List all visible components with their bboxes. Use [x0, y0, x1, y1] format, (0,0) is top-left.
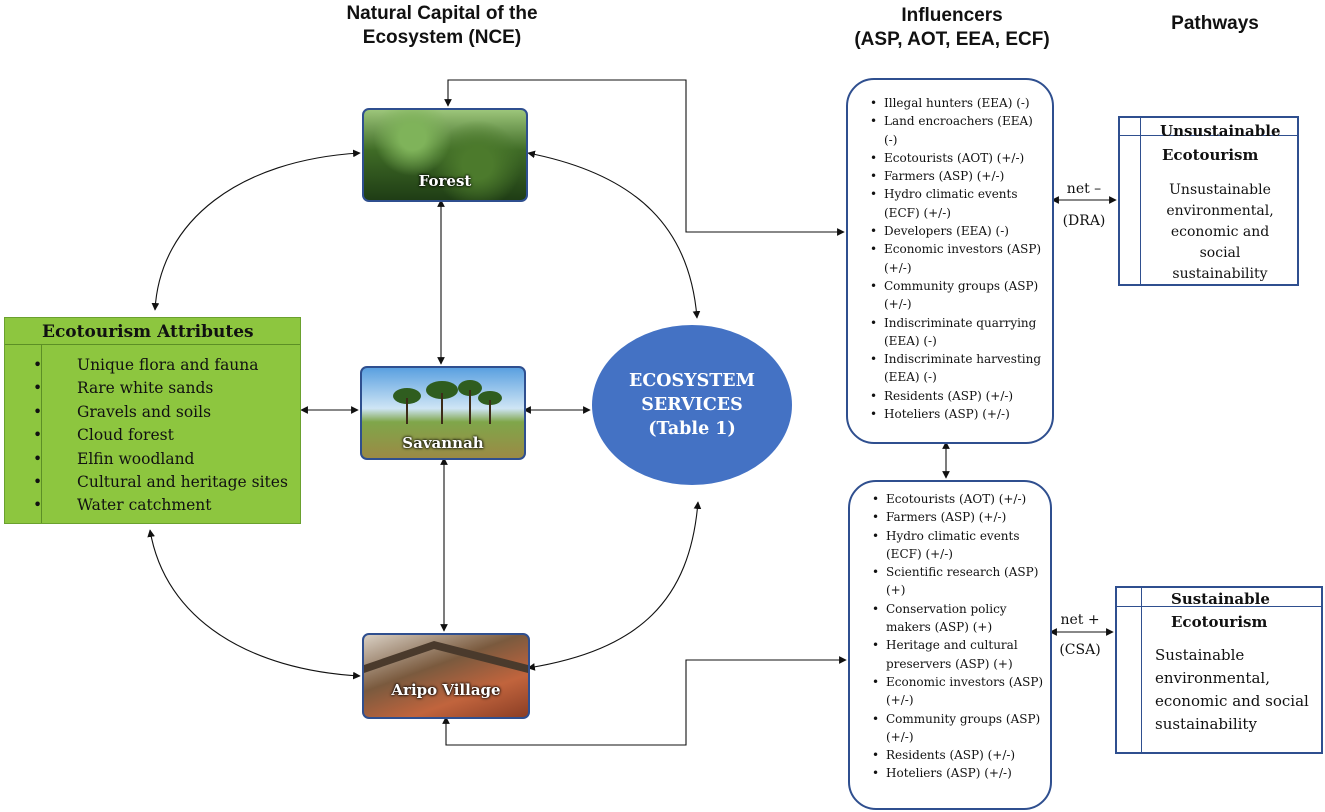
influencer-item: Hoteliers (ASP) (+/-): [848, 405, 1048, 424]
attribute-item: Cloud forest: [5, 424, 288, 448]
attribute-item: Cultural and heritage sites: [5, 471, 288, 495]
savannah-node: Savannah: [360, 366, 526, 460]
pathways-header: Pathways: [1171, 13, 1259, 34]
influencer-item: Indiscriminate harvesting (EEA) (-): [848, 350, 1048, 387]
net-positive-sign: net +: [1060, 612, 1100, 628]
arrow-attributes-aripo: [147, 529, 361, 680]
net-negative-label: net – (DRA): [1056, 178, 1112, 232]
positive-influencers-list: Ecotourists (AOT) (+/-) Farmers (ASP) (+…: [850, 490, 1046, 783]
unsustainable-divider: [1120, 135, 1297, 136]
sustainable-title-line1: Sustainable: [1171, 590, 1270, 608]
influencers-header: Influencers (ASP, AOT, EEA, ECF): [842, 4, 1062, 52]
arrow-services-aripo: [527, 501, 702, 671]
sustainable-title-line2: Ecotourism: [1171, 613, 1268, 631]
influencers-header-line1: Influencers: [901, 5, 1003, 26]
influencer-item: Ecotourists (AOT) (+/-): [850, 490, 1046, 509]
influencer-item: Developers (EEA) (-): [848, 222, 1048, 241]
influencer-item: Heritage and cultural preservers (ASP) (…: [850, 636, 1046, 673]
negative-influencers-box: Illegal hunters (EEA) (-) Land encroache…: [846, 78, 1054, 444]
influencers-header-line2: (ASP, AOT, EEA, ECF): [854, 29, 1050, 50]
unsustainable-title-line1: Unsustainable: [1160, 122, 1281, 140]
forest-node: Forest: [362, 108, 528, 202]
unsustainable-ecotourism-box: Unsustainable Ecotourism Unsustainable e…: [1118, 116, 1299, 286]
net-positive-label: net + (CSA): [1052, 609, 1108, 661]
sustainable-ecotourism-box: Sustainable Ecotourism Sustainable envir…: [1115, 586, 1323, 754]
nce-header-line1: Natural Capital of the: [346, 3, 538, 24]
ecotourism-attributes-list: Unique flora and fauna Rare white sands …: [5, 354, 288, 518]
attributes-divider: [5, 344, 300, 345]
attribute-item: Unique flora and fauna: [5, 354, 288, 378]
influencer-item: Farmers (ASP) (+/-): [848, 167, 1048, 186]
influencer-item: Indiscriminate quarrying (EEA) (-): [848, 314, 1048, 351]
attribute-item: Elfin woodland: [5, 448, 288, 472]
net-positive-code: (CSA): [1059, 642, 1101, 658]
negative-influencers-list: Illegal hunters (EEA) (-) Land encroache…: [848, 94, 1048, 424]
sustainable-column-line: [1141, 588, 1142, 752]
ecosystem-services-line3: (Table 1): [648, 419, 736, 439]
nce-header-line2: Ecosystem (NCE): [362, 27, 522, 48]
arrow-forest-services: [527, 150, 701, 319]
ecosystem-services-circle: ECOSYSTEM SERVICES (Table 1): [592, 325, 792, 485]
unsustainable-title-line2: Ecotourism: [1162, 146, 1259, 164]
sustainable-description: Sustainable environmental, economic and …: [1155, 646, 1309, 733]
influencer-item: Hydro climatic events (ECF) (+/-): [848, 185, 1048, 222]
forest-label: Forest: [418, 172, 472, 190]
influencer-item: Land encroachers (EEA) (-): [848, 112, 1048, 149]
net-negative-code: (DRA): [1062, 213, 1106, 229]
influencer-item: Hoteliers (ASP) (+/-): [850, 764, 1046, 783]
palm-trees-image: [393, 380, 502, 424]
ecotourism-attributes-box: Ecotourism Attributes Unique flora and f…: [4, 317, 301, 524]
unsustainable-description: Unsustainable environmental, economic an…: [1166, 182, 1274, 282]
ecosystem-services-line1: ECOSYSTEM: [628, 371, 755, 391]
arrow-forest-attributes: [151, 149, 361, 311]
arrow-aripo-influencers: [442, 656, 847, 746]
attribute-item: Rare white sands: [5, 377, 288, 401]
influencer-item: Economic investors (ASP) (+/-): [848, 240, 1048, 277]
aripo-village-node: Aripo Village: [362, 633, 530, 719]
nce-header: Natural Capital of the Ecosystem (NCE): [331, 2, 553, 50]
attribute-item: Water catchment: [5, 494, 288, 518]
ecotourism-attributes-title: Ecotourism Attributes: [42, 322, 254, 342]
influencer-item: Farmers (ASP) (+/-): [850, 508, 1046, 527]
influencer-item: Residents (ASP) (+/-): [848, 387, 1048, 406]
influencer-item: Illegal hunters (EEA) (-): [848, 94, 1048, 113]
aripo-village-label: Aripo Village: [391, 681, 501, 699]
ecosystem-services-line2: SERVICES: [641, 395, 743, 415]
attribute-item: Gravels and soils: [5, 401, 288, 425]
influencer-item: Community groups (ASP) (+/-): [850, 710, 1046, 747]
influencer-item: Community groups (ASP) (+/-): [848, 277, 1048, 314]
influencer-item: Conservation policy makers (ASP) (+): [850, 600, 1046, 637]
sustainable-divider: [1117, 606, 1321, 607]
influencer-item: Hydro climatic events (ECF) (+/-): [850, 527, 1046, 564]
influencer-item: Economic investors (ASP) (+/-): [850, 673, 1046, 710]
arrow-forest-influencers: [444, 79, 845, 236]
influencer-item: Ecotourists (AOT) (+/-): [848, 149, 1048, 168]
influencer-item: Residents (ASP) (+/-): [850, 746, 1046, 765]
influencer-item: Scientific research (ASP) (+): [850, 563, 1046, 600]
net-negative-sign: net –: [1066, 181, 1102, 197]
positive-influencers-box: Ecotourists (AOT) (+/-) Farmers (ASP) (+…: [848, 480, 1052, 810]
savannah-label: Savannah: [402, 434, 484, 452]
unsustainable-column-line: [1140, 118, 1141, 284]
roof-image: [364, 641, 528, 673]
